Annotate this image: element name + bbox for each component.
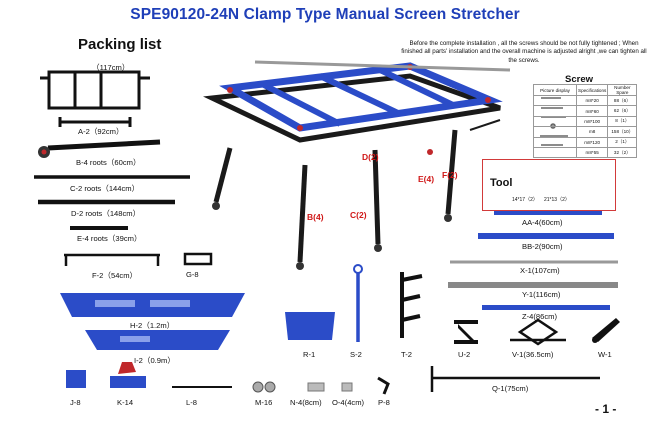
part-label-o4: O-4(4cm) (332, 398, 365, 407)
machine-label-e4: E(4) (418, 174, 435, 184)
part-label-q1: Q-1(75cm) (492, 384, 529, 393)
part-label-y1: Y-1(116cm) (522, 290, 561, 299)
part-label-a1: （117cm） (92, 63, 130, 72)
part-t2 (400, 272, 423, 338)
part-label-bb2: BB-2(90cm) (522, 242, 563, 251)
part-q1 (430, 366, 600, 392)
part-label-b4: B-4 roots（60cm） (76, 158, 141, 167)
part-label-r1: R-1 (303, 350, 316, 359)
part-label-p8: P-8 (378, 398, 390, 407)
part-h2-bar (60, 293, 245, 317)
part-b4-roots (38, 139, 161, 158)
part-label-z4: Z-4(86cm) (522, 312, 558, 321)
part-label-n4: N-4(8cm) (290, 398, 322, 407)
part-a1-frame (40, 70, 150, 110)
page-title: SPE90120-24N Clamp Type Manual Screen St… (130, 6, 520, 23)
screw-table: Picture display Specifications Number Sp… (533, 84, 638, 159)
part-p8 (377, 376, 390, 395)
page-number: - 1 - (595, 402, 617, 416)
tool-label-wrench1: 14*17（2） (512, 197, 538, 203)
part-label-m16: M-16 (255, 398, 273, 407)
part-label-d2: D-2 roots（148cm） (71, 209, 141, 218)
machine-label-f2: F(2) (442, 170, 458, 180)
part-bb2 (478, 233, 614, 239)
screw-table-header: Picture display Specifications Number Sp… (533, 84, 638, 96)
part-aa4 (494, 210, 602, 215)
part-n4 (307, 382, 325, 392)
installation-note: Before the complete installation , all t… (401, 40, 647, 64)
part-label-i2: I-2（0.9m） (134, 356, 175, 365)
header-spec: Specifications (575, 84, 609, 96)
part-v1 (510, 318, 566, 346)
part-g8 (183, 252, 213, 266)
machine-label-d2: D(2) (362, 152, 379, 162)
part-z4 (482, 305, 610, 310)
part-w1 (592, 318, 620, 343)
part-a2 (58, 117, 132, 127)
part-r1 (285, 312, 335, 340)
machine-illustration (203, 60, 511, 270)
header-number: Number Spare (607, 84, 638, 96)
tool-label-wrench2: 21*13（2） (544, 197, 570, 203)
part-label-v1: V-1(36.5cm) (512, 350, 554, 359)
part-label-u2: U-2 (458, 350, 471, 359)
part-label-x1: X-1(107cm) (520, 266, 560, 275)
part-label-c2: C-2 roots（144cm） (70, 184, 140, 193)
part-f2 (64, 253, 160, 266)
part-k14 (110, 362, 146, 388)
packing-list-heading: Packing list (78, 36, 162, 53)
part-i2-bar (85, 330, 230, 350)
part-label-w1: W-1 (598, 350, 612, 359)
part-label-a2: A-2（92cm） (78, 127, 124, 136)
part-label-l8: L-8 (186, 398, 197, 407)
tool-box (482, 159, 616, 211)
part-label-f2: F-2（54cm） (92, 271, 138, 280)
machine-label-c2: C(2) (350, 210, 367, 220)
screw-heading: Screw (565, 74, 593, 85)
part-u2 (454, 320, 478, 344)
part-label-k14: K-14 (117, 398, 134, 407)
part-m16 (252, 381, 276, 393)
machine-label-b4: B(4) (307, 212, 324, 222)
part-o4 (341, 382, 353, 392)
part-label-j8: J-8 (70, 398, 81, 407)
part-label-s2: S-2 (350, 350, 362, 359)
part-label-g8: G-8 (186, 270, 199, 279)
tool-heading: Tool (490, 177, 513, 189)
part-label-aa4: AA-4(60cm) (522, 218, 563, 227)
part-j8 (66, 370, 86, 388)
part-y1 (448, 282, 618, 288)
part-s2 (353, 264, 363, 342)
part-label-e4: E-4 roots（39cm） (77, 234, 142, 243)
part-label-t2: T-2 (401, 350, 412, 359)
part-label-h2: H-2（1.2m） (130, 321, 175, 330)
header-picture: Picture display (533, 84, 577, 96)
